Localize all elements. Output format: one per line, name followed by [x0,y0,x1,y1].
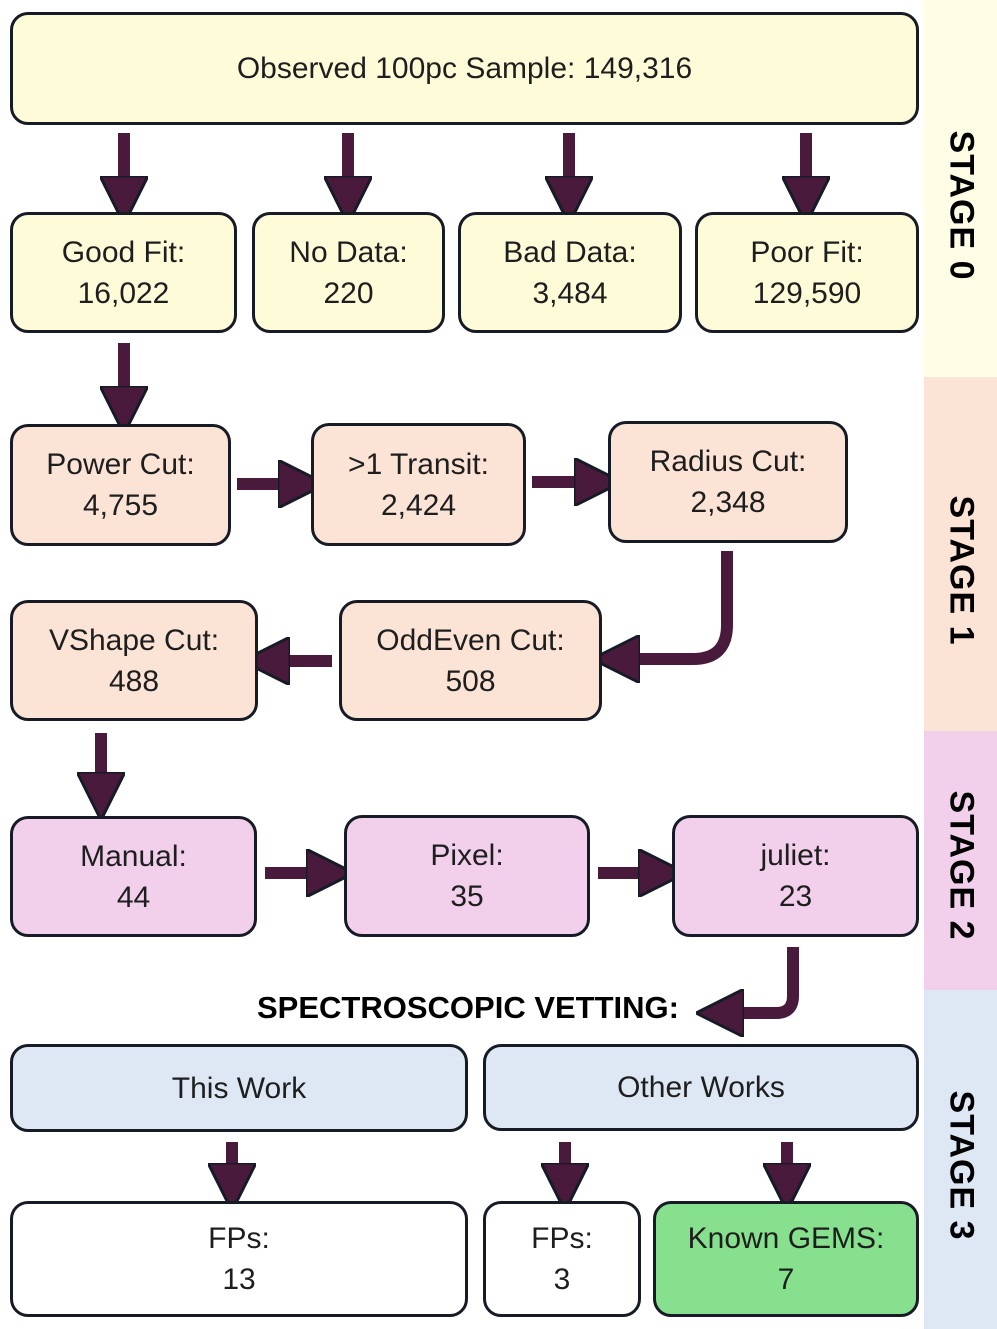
stage-3-band [924,990,997,1329]
radius-cut-box: Radius Cut: 2,348 [608,421,848,543]
bad-data-box: Bad Data: 3,484 [458,212,682,333]
other-works-box: Other Works [483,1044,919,1131]
known-gems-label: Known GEMS: [687,1222,885,1255]
fps-other-works-box: FPs: 3 [483,1201,641,1317]
vshape-cut-label: VShape Cut: [48,623,220,657]
power-cut-label: Power Cut: [46,448,195,481]
fps-this-work-box: FPs: 13 [10,1201,468,1317]
known-gems-box: Known GEMS: 7 [653,1201,919,1317]
manual-value: 44 [116,880,151,914]
juliet-label: juliet: [760,839,831,872]
poor-fit-label: Poor Fit: [750,235,864,269]
other-works-label: Other Works [617,1071,785,1104]
observed-sample-box: Observed 100pc Sample: 149,316 [10,12,919,125]
manual-box: Manual: 44 [10,816,257,937]
radius-cut-label: Radius Cut: [649,445,807,478]
bad-data-label: Bad Data: [503,235,637,269]
pixel-label: Pixel: [430,839,504,872]
known-gems-value: 7 [777,1263,795,1296]
arrow-curve-vetting [744,947,799,1013]
stage-1-label: STAGE 1 [942,495,980,645]
vshape-cut-box: VShape Cut: 488 [10,600,258,721]
oddeven-cut-value: 508 [445,664,496,698]
spectroscopic-vetting-heading: SPECTROSCOPIC VETTING: [257,990,679,1025]
good-fit-value: 16,022 [77,276,170,310]
poor-fit-value: 129,590 [752,276,862,310]
stage-1-band [924,377,997,731]
fps-other-works-value: 3 [553,1263,571,1296]
juliet-box: juliet: 23 [672,815,919,937]
good-fit-label: Good Fit: [61,235,186,269]
this-work-label: This Work [171,1071,307,1105]
fps-this-work-value: 13 [222,1263,256,1296]
oddeven-cut-label: OddEven Cut: [376,623,565,657]
stage-0-label: STAGE 0 [942,130,980,280]
fps-this-work-label: FPs: [208,1222,270,1255]
good-fit-box: Good Fit: 16,022 [10,212,237,333]
power-cut-box: Power Cut: 4,755 [10,424,231,546]
arrow-curve-oddeven [640,551,733,659]
bad-data-value: 3,484 [532,276,608,310]
stage-2-label: STAGE 2 [942,790,980,940]
pixel-box: Pixel: 35 [344,815,590,937]
power-cut-value: 4,755 [82,489,159,522]
transit-box: >1 Transit: 2,424 [311,423,526,546]
oddeven-cut-box: OddEven Cut: 508 [339,600,602,721]
radius-cut-value: 2,348 [690,486,766,519]
no-data-box: No Data: 220 [252,212,445,333]
pixel-value: 35 [450,880,484,913]
fps-other-works-label: FPs: [531,1222,593,1255]
stage-2-band [924,731,997,990]
poor-fit-box: Poor Fit: 129,590 [695,212,919,333]
transit-label: >1 Transit: [348,447,489,481]
no-data-value: 220 [323,276,374,310]
observed-sample-label: Observed 100pc Sample: 149,316 [236,52,693,85]
manual-label: Manual: [80,839,187,873]
transit-value: 2,424 [380,488,457,522]
juliet-value: 23 [778,880,813,913]
stage-0-band [924,0,997,377]
this-work-box: This Work [10,1044,468,1132]
stage-3-label: STAGE 3 [942,1090,980,1240]
vshape-cut-value: 488 [108,664,160,698]
flow-arrows [0,133,924,1329]
no-data-label: No Data: [289,235,408,269]
